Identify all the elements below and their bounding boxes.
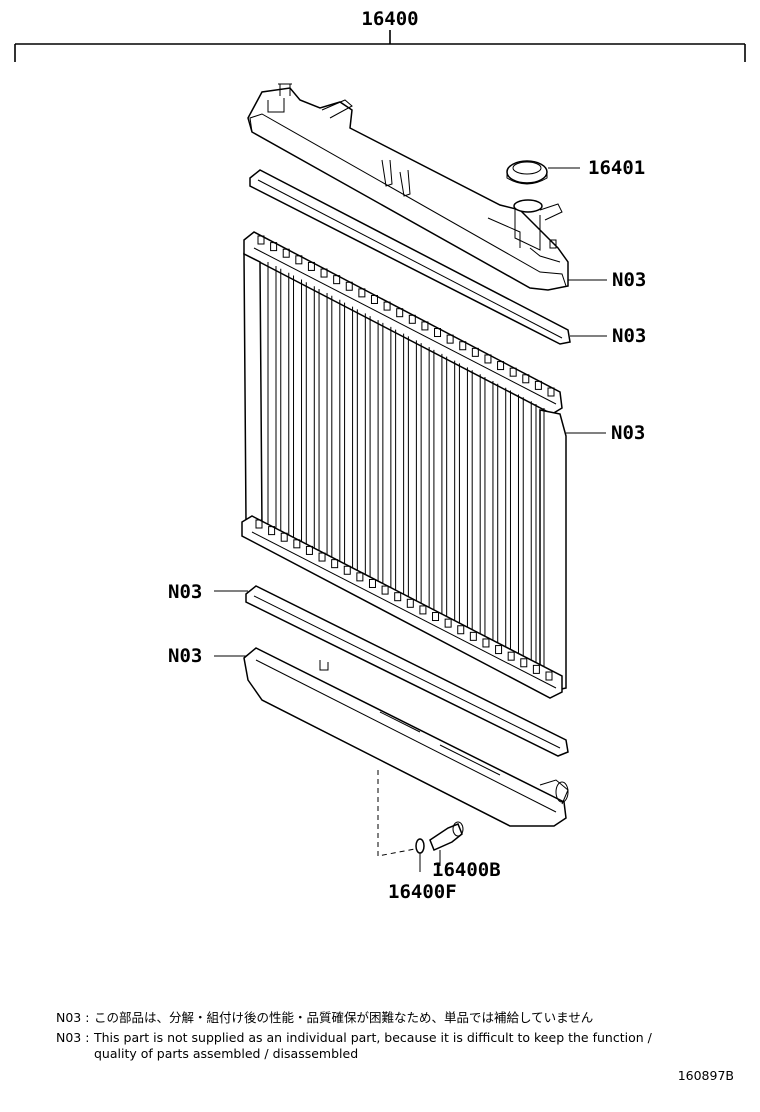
drain-dashed-line [377,770,421,857]
header-tooth [419,605,427,615]
header-tooth [457,625,465,635]
header-tooth [383,301,391,311]
core-tube [305,282,315,559]
header-tooth [320,268,328,278]
header-tooth [305,545,313,555]
note-jp-text: この部品は、分解・組付け後の性能・品質確保が困難なため、単品では補給していません [94,1010,593,1025]
upper-gasket [249,169,571,345]
core-tube [395,329,405,608]
core-tube [484,376,494,657]
header-tooth [307,261,315,271]
header-tooth [444,618,452,628]
label-lower-tank: N03 [168,645,202,667]
header-tooth [345,281,353,291]
drain-o-ring [415,838,425,854]
core-tube [331,295,341,573]
core-tube [267,262,277,538]
header-tooth [358,288,366,298]
core-tube [497,383,507,664]
header-tooth [471,347,479,357]
label-core: N03 [611,422,645,444]
label-16401: 16401 [588,157,645,179]
header-tooth [394,592,402,602]
drain-cock [429,821,464,852]
core-tube [458,363,468,643]
header-tooth [381,585,389,595]
core-tube [509,390,519,671]
label-16400F: 16400F [388,881,457,903]
header-tooth [507,651,515,661]
core-tube [318,289,328,566]
note-en-line1: This part is not supplied as an individu… [93,1030,653,1045]
label-16400B: 16400B [432,859,501,881]
core-tube [471,370,481,650]
core-tube [420,343,430,622]
header-tooth [532,664,540,674]
core-tube [344,302,354,580]
radiator-core [241,231,567,699]
header-tooth [495,645,503,655]
header-tooth [396,308,404,318]
core-tube [293,275,303,552]
core-tube [382,322,392,601]
header-tooth [293,539,301,549]
header-tooth [343,565,351,575]
core-tube [446,356,456,636]
header-tooth [459,341,467,351]
lower-gasket [245,585,569,757]
header-tooth [545,671,553,681]
header-tooth [497,361,505,371]
header-tooth [280,532,288,542]
header-tooth [534,380,542,390]
header-tooth [408,314,416,324]
header-tooth [520,658,528,668]
header-tooth [333,275,341,285]
header-tooth [282,248,290,258]
label-16400: 16400 [361,8,418,30]
header-tooth [406,598,414,608]
figure-id: 160897B [678,1068,734,1083]
assembly-bracket [14,30,746,62]
header-tooth [295,255,303,265]
header-tooth [469,631,477,641]
header-tooth [356,572,364,582]
core-tube [369,316,379,594]
core-tube [356,309,366,587]
note-en-line2: quality of parts assembled / disassemble… [94,1046,358,1061]
header-tooth [257,235,265,245]
header-tooth [421,321,429,331]
header-tooth [268,526,276,536]
core-tube [522,397,532,678]
header-tooth [482,638,490,648]
header-tooth [318,552,326,562]
header-tooth [432,612,440,622]
note-en-prefix: N03 : [56,1030,89,1045]
lower-tank [243,647,569,827]
header-tooth [270,242,278,252]
upper-tank [247,83,569,291]
header-tooth [368,578,376,588]
label-upper-tank: N03 [612,269,646,291]
header-tooth [370,294,378,304]
core-tube [433,349,443,629]
radiator-cap [506,160,548,185]
label-lower-gasket: N03 [168,581,202,603]
core-tube [280,268,290,545]
header-tooth [547,387,555,397]
header-tooth [434,328,442,338]
header-tooth [446,334,454,344]
core-tube [407,336,417,615]
header-tooth [522,374,530,384]
header-tooth [255,519,263,529]
core-tube [535,404,545,684]
header-tooth [484,354,492,364]
note-jp-prefix: N03 : [56,1010,89,1025]
header-tooth [331,559,339,569]
header-tooth [509,367,517,377]
label-upper-gasket: N03 [612,325,646,347]
